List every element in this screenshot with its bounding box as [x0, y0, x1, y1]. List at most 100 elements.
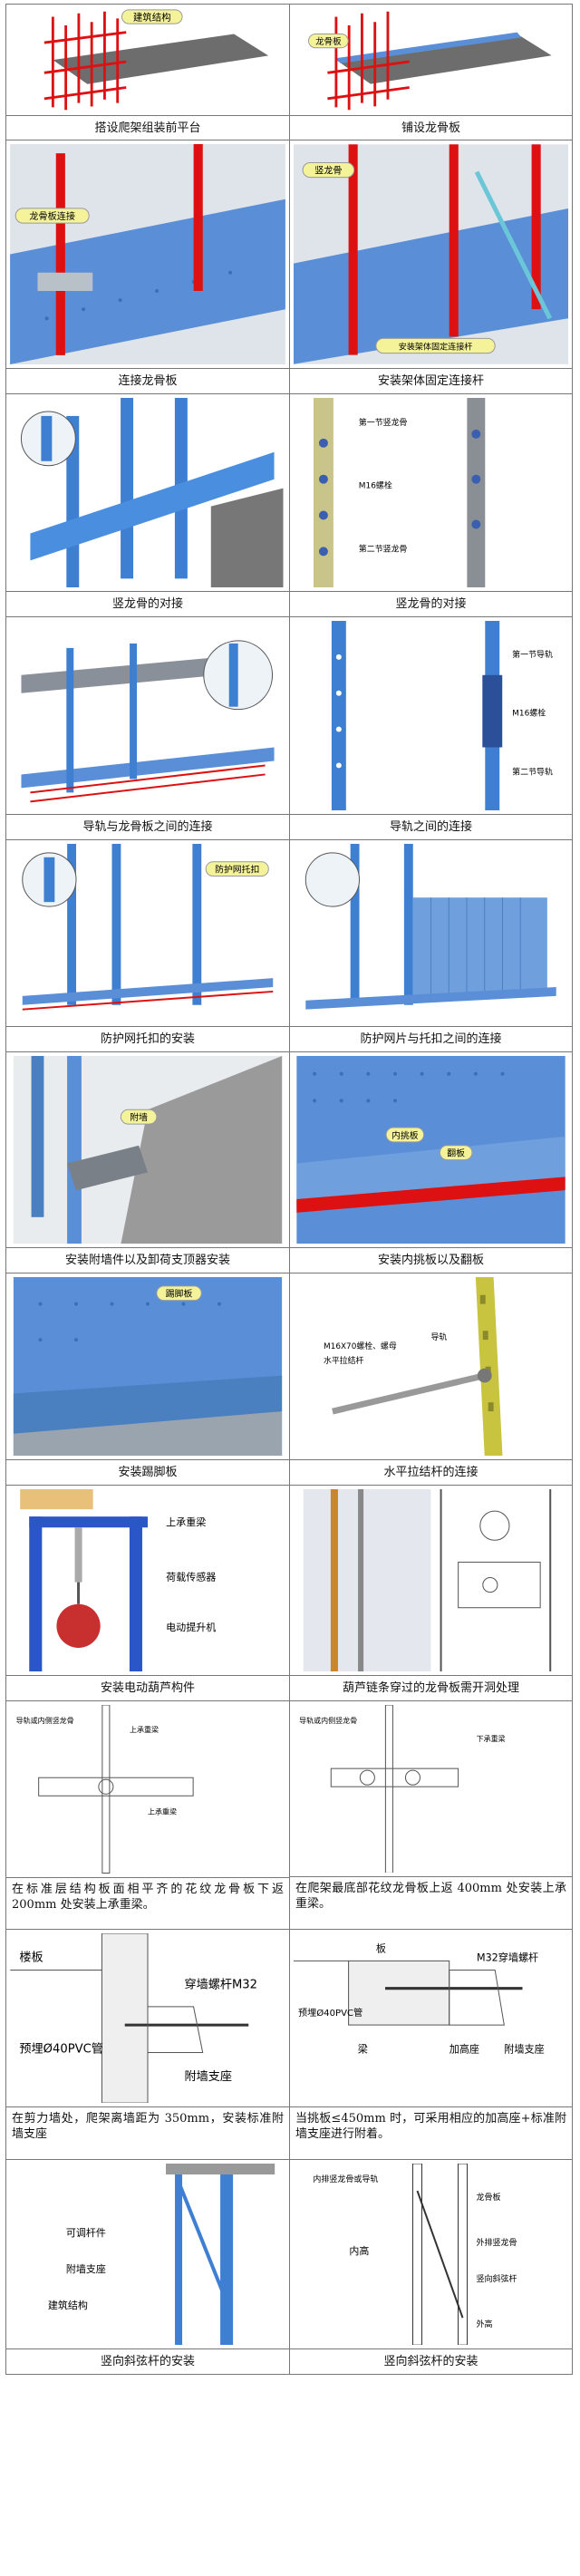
drawing-label: 外排竖龙骨: [477, 2237, 517, 2248]
guide-rail-keel-drawing: [12, 621, 284, 811]
step-caption: 安装踢脚板: [6, 1459, 289, 1485]
scaffold-illustration: [6, 617, 289, 814]
platform-scaffold-drawing: 建筑结构: [44, 9, 269, 111]
electric-hoist-drawing: 上承重梁 荷载传感器 电动提升机: [11, 1489, 285, 1672]
step-caption: 在爬架最底部花纹龙骨板上返 400mm 处安装上承重梁。: [290, 1876, 572, 1929]
fixing-rod-drawing: 竖龙骨 安装架体固定连接杆: [294, 144, 568, 364]
step-row-10: 楼板 穿墙螺杆M32 预埋Ø40PVC管 附墙支座 在剪力墙处，爬架离墙距为 3…: [6, 1930, 572, 2160]
step-row-3: 竖龙骨的对接 第一节竖龙骨 M16螺栓 第二节竖龙骨 竖龙骨的对接: [6, 394, 572, 617]
drawing-label: 第一节导轨: [512, 649, 553, 660]
step-cell: 导轨 M16X70螺栓、螺母 水平拉结杆 水平拉结杆的连接: [289, 1273, 572, 1485]
step-caption: 铺设龙骨板: [290, 115, 572, 140]
tie-rod-drawing: 导轨 M16X70螺栓、螺母 水平拉结杆: [296, 1277, 566, 1457]
step-row-8: 上承重梁 荷载传感器 电动提升机 安装电动葫芦构件 葫芦链条穿过的: [6, 1486, 572, 1701]
step-cell: 内排竖龙骨或导轨 龙骨板 内高 外排竖龙骨 竖向斜弦杆 外高 竖向斜弦杆的安装: [289, 2160, 572, 2374]
step-cell: 防护网片与托扣之间的连接: [289, 840, 572, 1051]
wall-support-drawing: 附墙: [13, 1056, 283, 1244]
drawing-label: 下承重梁: [477, 1734, 506, 1743]
vertical-keel-joint-drawing: [12, 398, 284, 588]
drawing-label: 龙骨板: [315, 36, 342, 47]
step-cell: 导轨或内侧竖龙骨 上承重梁 上承重梁 在标准层结构板面相平齐的花纹龙骨板下返 2…: [6, 1701, 289, 1929]
step-caption: 导轨与龙骨板之间的连接: [6, 814, 289, 839]
drawing-label: 竖向斜弦杆: [477, 2273, 517, 2284]
scaffold-illustration: 上承重梁 荷载传感器 电动提升机: [6, 1486, 289, 1675]
step-cell: 竖龙骨的对接: [6, 394, 289, 616]
raised-seat-drawing: 板 M32穿墙螺杆 预埋Ø40PVC管 梁 加高座 附墙支座: [294, 1933, 568, 2103]
step-cell: 葫芦链条穿过的龙骨板需开洞处理: [289, 1486, 572, 1700]
drawing-label: M16X70螺栓、螺母: [324, 1341, 397, 1351]
step-caption: 葫芦链条穿过的龙骨板需开洞处理: [290, 1675, 572, 1700]
scaffold-illustration: [6, 394, 289, 591]
scaffold-illustration: 内排竖龙骨或导轨 龙骨板 内高 外排竖龙骨 竖向斜弦杆 外高: [290, 2160, 572, 2348]
step-cell: 踢脚板 安装踢脚板: [6, 1273, 289, 1485]
drawing-label: 水平拉结杆: [324, 1355, 363, 1366]
step-cell: 建筑结构 搭设爬架组装前平台: [6, 5, 289, 140]
keel-connect-drawing: 龙骨板连接: [10, 144, 285, 365]
step-cell: 第一节竖龙骨 M16螺栓 第二节竖龙骨 竖龙骨的对接: [289, 394, 572, 616]
step-caption: 导轨之间的连接: [290, 814, 572, 839]
step-cell: 竖龙骨 安装架体固定连接杆 安装架体固定连接杆: [289, 140, 572, 393]
drawing-label: 穿墙螺杆M32: [184, 1978, 257, 1992]
step-cell: 导轨与龙骨板之间的连接: [6, 617, 289, 839]
step-caption: 防护网片与托扣之间的连接: [290, 1026, 572, 1051]
chain-hole-drawing: [294, 1489, 568, 1672]
scaffold-illustration: 板 M32穿墙螺杆 预埋Ø40PVC管 梁 加高座 附墙支座: [290, 1930, 572, 2106]
diagonal-rod-elevation-drawing: 内排竖龙骨或导轨 龙骨板 内高 外排竖龙骨 竖向斜弦杆 外高: [295, 2164, 567, 2346]
step-cell: 龙骨板 铺设龙骨板: [289, 5, 572, 140]
keel-plate-drawing: 龙骨板: [307, 11, 552, 111]
drawing-label: 加高座: [450, 2042, 479, 2055]
step-cell: 板 M32穿墙螺杆 预埋Ø40PVC管 梁 加高座 附墙支座 当挑板≤450mm…: [289, 1930, 572, 2159]
step-caption: 安装电动葫芦构件: [6, 1675, 289, 1700]
scaffold-illustration: 楼板 穿墙螺杆M32 预埋Ø40PVC管 附墙支座: [6, 1930, 289, 2106]
step-cell: 内挑板 翻板 安装内挑板以及翻板: [289, 1052, 572, 1273]
scaffold-illustration: [290, 840, 572, 1026]
drawing-label: 外高: [477, 2319, 493, 2329]
step-cell: 楼板 穿墙螺杆M32 预埋Ø40PVC管 附墙支座 在剪力墙处，爬架离墙距为 3…: [6, 1930, 289, 2159]
drawing-label: 附墙支座: [504, 2042, 544, 2055]
step-row-1: 建筑结构 搭设爬架组装前平台 龙骨板: [6, 5, 572, 140]
step-caption: 搭设爬架组装前平台: [6, 115, 289, 140]
step-cell: 第一节导轨 M16螺栓 第二节导轨 导轨之间的连接: [289, 617, 572, 839]
drawing-label: 建筑结构: [133, 11, 171, 23]
step-cell: 附墙 安装附墙件以及卸荷支顶器安装: [6, 1052, 289, 1273]
step-caption: 竖龙骨的对接: [6, 591, 289, 616]
drawing-label: 附墙支座: [184, 2069, 232, 2084]
wall-seat-drawing: 楼板 穿墙螺杆M32 预埋Ø40PVC管 附墙支座: [10, 1933, 285, 2104]
scaffold-illustration: 导轨或内侧竖龙骨 上承重梁 上承重梁: [6, 1701, 289, 1877]
drawing-label: 第二节导轨: [512, 766, 553, 777]
drawing-label: 导轨或内侧竖龙骨: [16, 1716, 74, 1725]
scaffold-illustration: [290, 1486, 572, 1675]
drawing-label: 电动提升机: [166, 1621, 216, 1633]
drawing-label: 荷载传感器: [166, 1572, 216, 1583]
drawing-label: 附墙: [130, 1111, 148, 1123]
drawing-label: 内高: [349, 2244, 369, 2257]
step-cell: 导轨或内侧竖龙骨 下承重梁 在爬架最底部花纹龙骨板上返 400mm 处安装上承重…: [289, 1701, 572, 1929]
drawing-label: 预埋Ø40PVC管: [298, 2007, 362, 2019]
drawing-label: 预埋Ø40PVC管: [19, 2041, 102, 2056]
step-caption: 竖向斜弦杆的安装: [290, 2348, 572, 2374]
step-row-5: 防护网托扣 防护网托扣的安装 防护网片与托扣之间的连接: [6, 840, 572, 1052]
drawing-label: M16螺栓: [359, 480, 392, 491]
step-row-9: 导轨或内侧竖龙骨 上承重梁 上承重梁 在标准层结构板面相平齐的花纹龙骨板下返 2…: [6, 1701, 572, 1930]
drawing-label: 第二节竖龙骨: [359, 543, 408, 554]
drawing-label: 龙骨板连接: [29, 210, 75, 222]
scaffold-illustration: 附墙: [6, 1052, 289, 1247]
step-cell: 上承重梁 荷载传感器 电动提升机 安装电动葫芦构件: [6, 1486, 289, 1700]
step-caption: 安装架体固定连接杆: [290, 368, 572, 393]
drawing-label: M16螺栓: [512, 708, 546, 719]
scaffold-illustration: 龙骨板连接: [6, 140, 289, 368]
step-row-4: 导轨与龙骨板之间的连接 第一节导轨 M16螺栓 第二节导轨 导轨之间的连接: [6, 617, 572, 840]
vertical-keel-bolt-drawing: 第一节竖龙骨 M16螺栓 第二节竖龙骨: [295, 398, 566, 588]
drawing-label: M32穿墙螺杆: [477, 1951, 538, 1963]
scaffold-illustration: 建筑结构: [6, 5, 289, 115]
drawing-label: 楼板: [19, 1950, 43, 1964]
diagonal-rod-drawing: 可调杆件 附墙支座 建筑结构: [11, 2164, 285, 2346]
drawing-label: 导轨或内侧竖龙骨: [299, 1716, 357, 1725]
drawing-label: 上承重梁: [166, 1516, 206, 1528]
drawing-label: 可调杆件: [66, 2226, 106, 2239]
drawing-label: 建筑结构: [48, 2299, 88, 2311]
drawing-label: 防护网托扣: [215, 864, 259, 876]
step-row-7: 踢脚板 安装踢脚板 导轨 M16X70螺栓、螺母 水平拉结杆 水平拉结杆的连接: [6, 1273, 572, 1486]
scaffold-illustration: 导轨或内侧竖龙骨 下承重梁: [290, 1701, 572, 1876]
step-caption: 防护网托扣的安装: [6, 1026, 289, 1051]
